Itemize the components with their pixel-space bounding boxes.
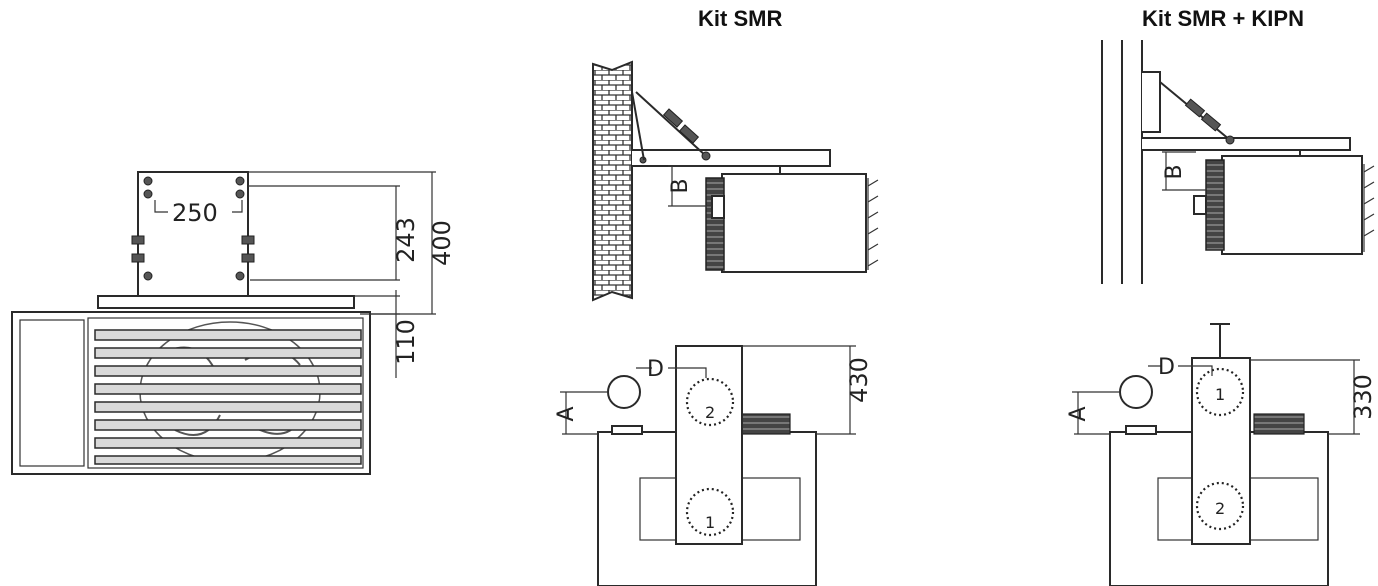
kipn-unit-grille bbox=[1205, 159, 1225, 251]
smr-unit-body bbox=[721, 173, 867, 273]
kipn-a-label: A bbox=[1066, 406, 1091, 421]
kipn-column bbox=[1101, 40, 1143, 284]
kipn-d-label: D bbox=[1158, 355, 1175, 380]
kipn-ceiling-pipe bbox=[1119, 375, 1153, 409]
front-turnbuckles bbox=[131, 230, 255, 270]
heater-side-panel bbox=[19, 319, 85, 467]
front-bracket-plate bbox=[137, 171, 249, 297]
dim-400: 400 bbox=[428, 220, 456, 266]
smr-dim-430: 430 bbox=[845, 357, 873, 403]
kipn-top-bracket bbox=[1191, 357, 1251, 545]
kipn-unit-body bbox=[1221, 155, 1363, 255]
mount-rail bbox=[97, 295, 355, 309]
kipn-hole-1-label: 1 bbox=[1215, 385, 1225, 404]
smr-tie-rod bbox=[635, 91, 707, 157]
heater-louvers bbox=[94, 329, 362, 465]
kipn-hole-2-label: 2 bbox=[1215, 499, 1225, 518]
smr-hole-2 bbox=[685, 377, 735, 427]
kit-smr-title: Kit SMR bbox=[698, 6, 783, 31]
smr-a-label: A bbox=[554, 406, 579, 421]
dim-243: 243 bbox=[392, 217, 420, 263]
kipn-hole-1 bbox=[1195, 367, 1245, 417]
kipn-top-view: 1 2 D A 330 bbox=[1066, 323, 1377, 586]
smr-hole-2-label: 2 bbox=[705, 403, 715, 422]
smr-side-view: B bbox=[592, 60, 879, 302]
smr-d-label: D bbox=[647, 357, 664, 382]
kipn-side-view: B bbox=[1101, 40, 1375, 284]
dim-110: 110 bbox=[392, 319, 420, 365]
smr-ceiling-pipe bbox=[607, 375, 641, 409]
kipn-t-handle bbox=[1210, 323, 1230, 358]
smr-bracket-arm bbox=[632, 149, 831, 167]
front-view: 250 243 400 110 bbox=[11, 171, 456, 475]
front-bracket-bolts bbox=[143, 176, 245, 281]
smr-hole-1 bbox=[685, 487, 735, 537]
smr-unit-grille bbox=[705, 177, 725, 271]
smr-hole-1-label: 1 bbox=[705, 513, 715, 532]
kipn-b-label: B bbox=[1162, 164, 1187, 179]
brick-wall bbox=[592, 60, 633, 302]
kipn-hole-2 bbox=[1195, 481, 1245, 531]
kit-smr-kipn-title: Kit SMR + KIPN bbox=[1142, 6, 1304, 31]
kipn-bracket-arm bbox=[1142, 137, 1351, 151]
dim-250: 250 bbox=[172, 199, 218, 227]
kipn-dim-330: 330 bbox=[1349, 374, 1377, 420]
smr-b-label: B bbox=[668, 178, 693, 193]
smr-top-view: 2 1 D A 430 bbox=[554, 345, 873, 586]
